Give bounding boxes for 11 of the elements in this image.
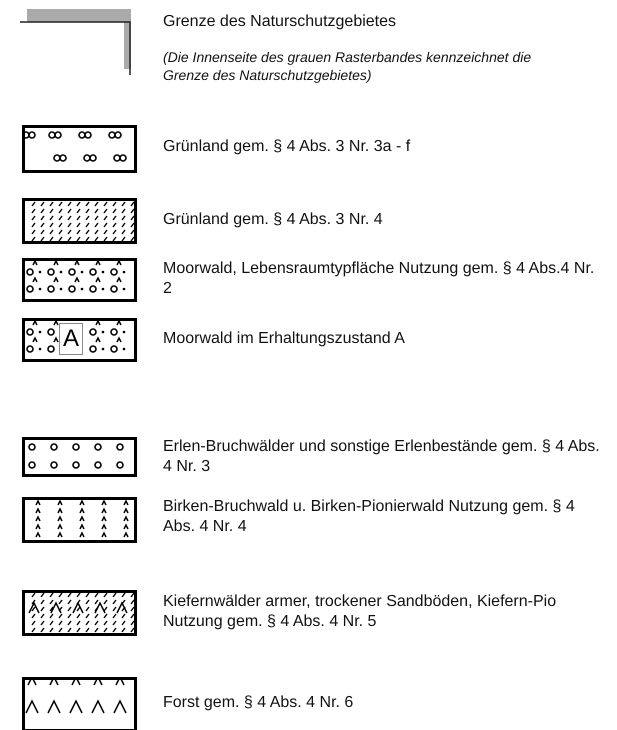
legend-text: Forst gem. § 4 Abs. 4 Nr. 6 — [163, 693, 354, 713]
note-text: (Die Innenseite des grauen Rasterbandes kennzeichnet die Grenze des Naturschutzgebietes) — [163, 48, 532, 84]
legend-text: Moorwald im Erhaltungszustand A — [163, 329, 406, 349]
legend-text: Grünland gem. § 4 Abs. 3 Nr. 4 — [163, 210, 384, 230]
legend-text: Grünland gem. § 4 Abs. 3 Nr. 3a - f — [163, 137, 412, 157]
legend-text: Erlen-Bruchwälder und sonstige Erlenbestände gem. § 4 Abs. 4 Nr. 3 — [163, 437, 601, 477]
legend-text: Birken-Bruchwald u. Birken-Pionierwald Nutzung gem. § 4 Abs. 4 Nr. 4 — [163, 497, 576, 537]
legend-text: Grenze des Naturschutzgebietes — [163, 12, 398, 32]
legend-text: Kiefernwälder armer, trockener Sandböden, Kiefern-Pio Nutzung gem. § 4 Abs. 4 Nr. 5 — [163, 592, 558, 632]
class-letter: A — [59, 323, 83, 355]
legend-text: Moorwald, Lebensraumtypfläche Nutzung gem. § 4 Abs.4 Nr. 2 — [163, 259, 596, 299]
